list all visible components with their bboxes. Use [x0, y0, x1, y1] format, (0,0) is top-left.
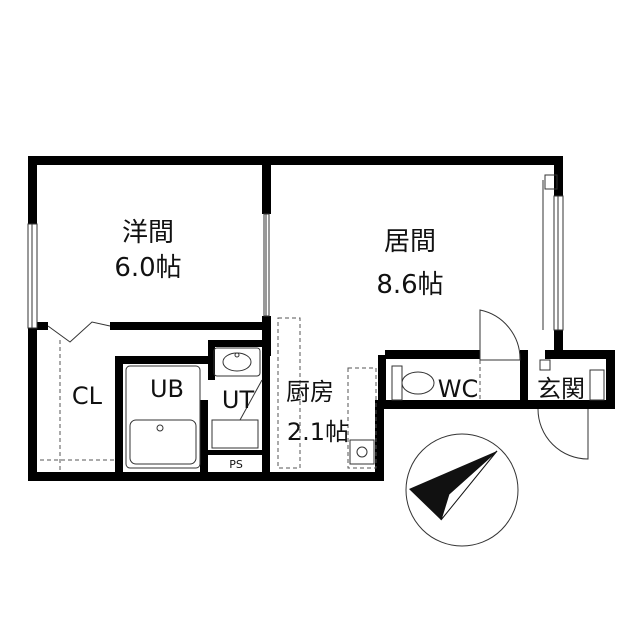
western-room-name: 洋間 [122, 218, 174, 248]
kitchen-counter [277, 317, 301, 469]
fixtures [40, 174, 605, 470]
stove [349, 439, 375, 465]
doors [47, 213, 589, 469]
north-arrow-icon [405, 433, 519, 547]
washbasin [213, 347, 261, 377]
unit-bath-name: UB [150, 375, 184, 403]
kitchen-name: 厨房 [286, 378, 334, 406]
washing-machine [211, 419, 259, 449]
closet-name: CL [72, 382, 103, 410]
toilet [391, 365, 403, 401]
pipe-space-name: PS [229, 458, 243, 471]
shoe-box [589, 369, 605, 401]
bathtub [125, 365, 201, 469]
ut-door [239, 379, 263, 421]
interior-walls [28, 156, 528, 480]
windows [27, 180, 564, 331]
living-room-size: 8.6帖 [376, 270, 443, 300]
toilet-name: WC [438, 375, 479, 403]
living-room-name: 居間 [384, 227, 436, 257]
utility-name: UT [222, 386, 255, 414]
room-labels: 洋間 6.0帖 居間 8.6帖 CL UB UT 厨房 2.1帖 WC 玄関 P… [72, 218, 585, 471]
entrance-door [479, 309, 521, 361]
closet-folding-door [47, 321, 111, 343]
kitchen-size: 2.1帖 [287, 418, 349, 446]
western-room-size: 6.0帖 [114, 253, 181, 283]
entrance-name: 玄関 [537, 375, 585, 403]
